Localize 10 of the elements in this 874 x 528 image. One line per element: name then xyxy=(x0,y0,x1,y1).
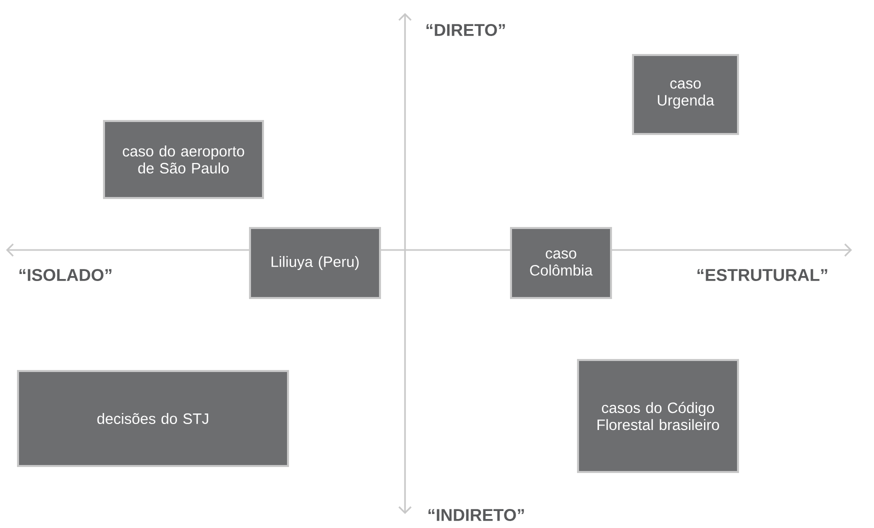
case-box: caso Urgenda xyxy=(632,54,739,135)
axis-label: “ISOLADO” xyxy=(19,268,112,282)
case-box: casos do Código Florestal brasileiro xyxy=(577,359,739,473)
case-box: caso do aeroporto de São Paulo xyxy=(103,120,264,199)
axis-label: “DIRETO” xyxy=(426,24,505,36)
axis-label: “INDIRETO” xyxy=(428,508,524,522)
axis-label: “ESTRUTURAL” xyxy=(697,268,828,282)
case-box: caso Colômbia xyxy=(510,227,612,299)
case-box: Liliuya (Peru) xyxy=(249,227,381,299)
case-box: decisões do STJ xyxy=(17,370,289,467)
